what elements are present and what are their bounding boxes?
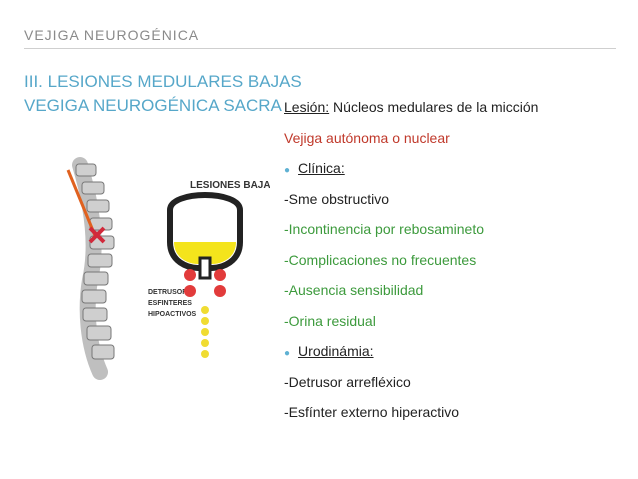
page-header-title: VEJIGA NEUROGÉNICA (24, 27, 200, 43)
clinica-item: -Orina residual (284, 312, 376, 329)
urine-drop (201, 350, 209, 358)
section-subheading: VEGIGA NEUROGÉNICA SACRA (24, 96, 282, 115)
urodinamia-item: -Detrusor arrefléxico (284, 373, 411, 390)
illustration-caption-top: LESIONES BAJAS (190, 180, 270, 191)
bullet-dot-icon: ● (284, 165, 291, 176)
lesion-cross-icon (88, 226, 106, 244)
clinica-item: -Complicaciones no frecuentes (284, 251, 477, 268)
illustration-caption-side-3: HIPOACTIVOS (148, 311, 197, 318)
clinica-item: -Sme obstructivo (284, 190, 390, 207)
sphincter-dot (184, 285, 196, 297)
clinica-label: Clínica: (298, 160, 345, 176)
lesion-label: Lesión: (284, 99, 330, 115)
lesion-text: Núcleos medulares de la micción (329, 99, 539, 115)
urodinamia-item: -Esfínter externo hiperactivo (284, 404, 460, 420)
clinica-item: -Ausencia sensibilidad (284, 282, 424, 298)
urine-drop (201, 339, 209, 347)
section-heading: III. LESIONES MEDULARES BAJAS (24, 72, 302, 91)
illustration-caption-side-2: ESFINTERES (148, 300, 192, 307)
clinica-header: ● Clínica: (284, 159, 624, 190)
urine-drop (201, 317, 209, 325)
bladder-drawing (167, 192, 243, 358)
lesion-type: Vejiga autónoma o nuclear (284, 129, 450, 146)
lesion-line: Lesión: Núcleos medulares de la micción (284, 98, 624, 129)
urine-drop (201, 306, 209, 314)
urodinamia-header: ● Urodinámia: (284, 342, 624, 373)
urine-drop (201, 328, 209, 336)
urodinamia-label: Urodinámia: (298, 343, 374, 359)
header-divider (24, 48, 616, 49)
clinica-item: -Incontinencia por rebosamineto (284, 221, 485, 237)
spine-drawing (66, 157, 115, 380)
content-list: Lesión: Núcleos medulares de la micción … (284, 98, 624, 434)
bullet-dot-icon: ● (284, 348, 291, 359)
sphincter-dot (184, 269, 196, 281)
sphincter-dot (214, 285, 226, 297)
sphincter-dot (214, 269, 226, 281)
illustration-caption-side-1: DETRUSOR Y (148, 289, 194, 296)
low-spinal-lesion-illustration: LESIONES BAJAS DETRUSOR Y ESFINTERES HIP… (66, 157, 270, 380)
